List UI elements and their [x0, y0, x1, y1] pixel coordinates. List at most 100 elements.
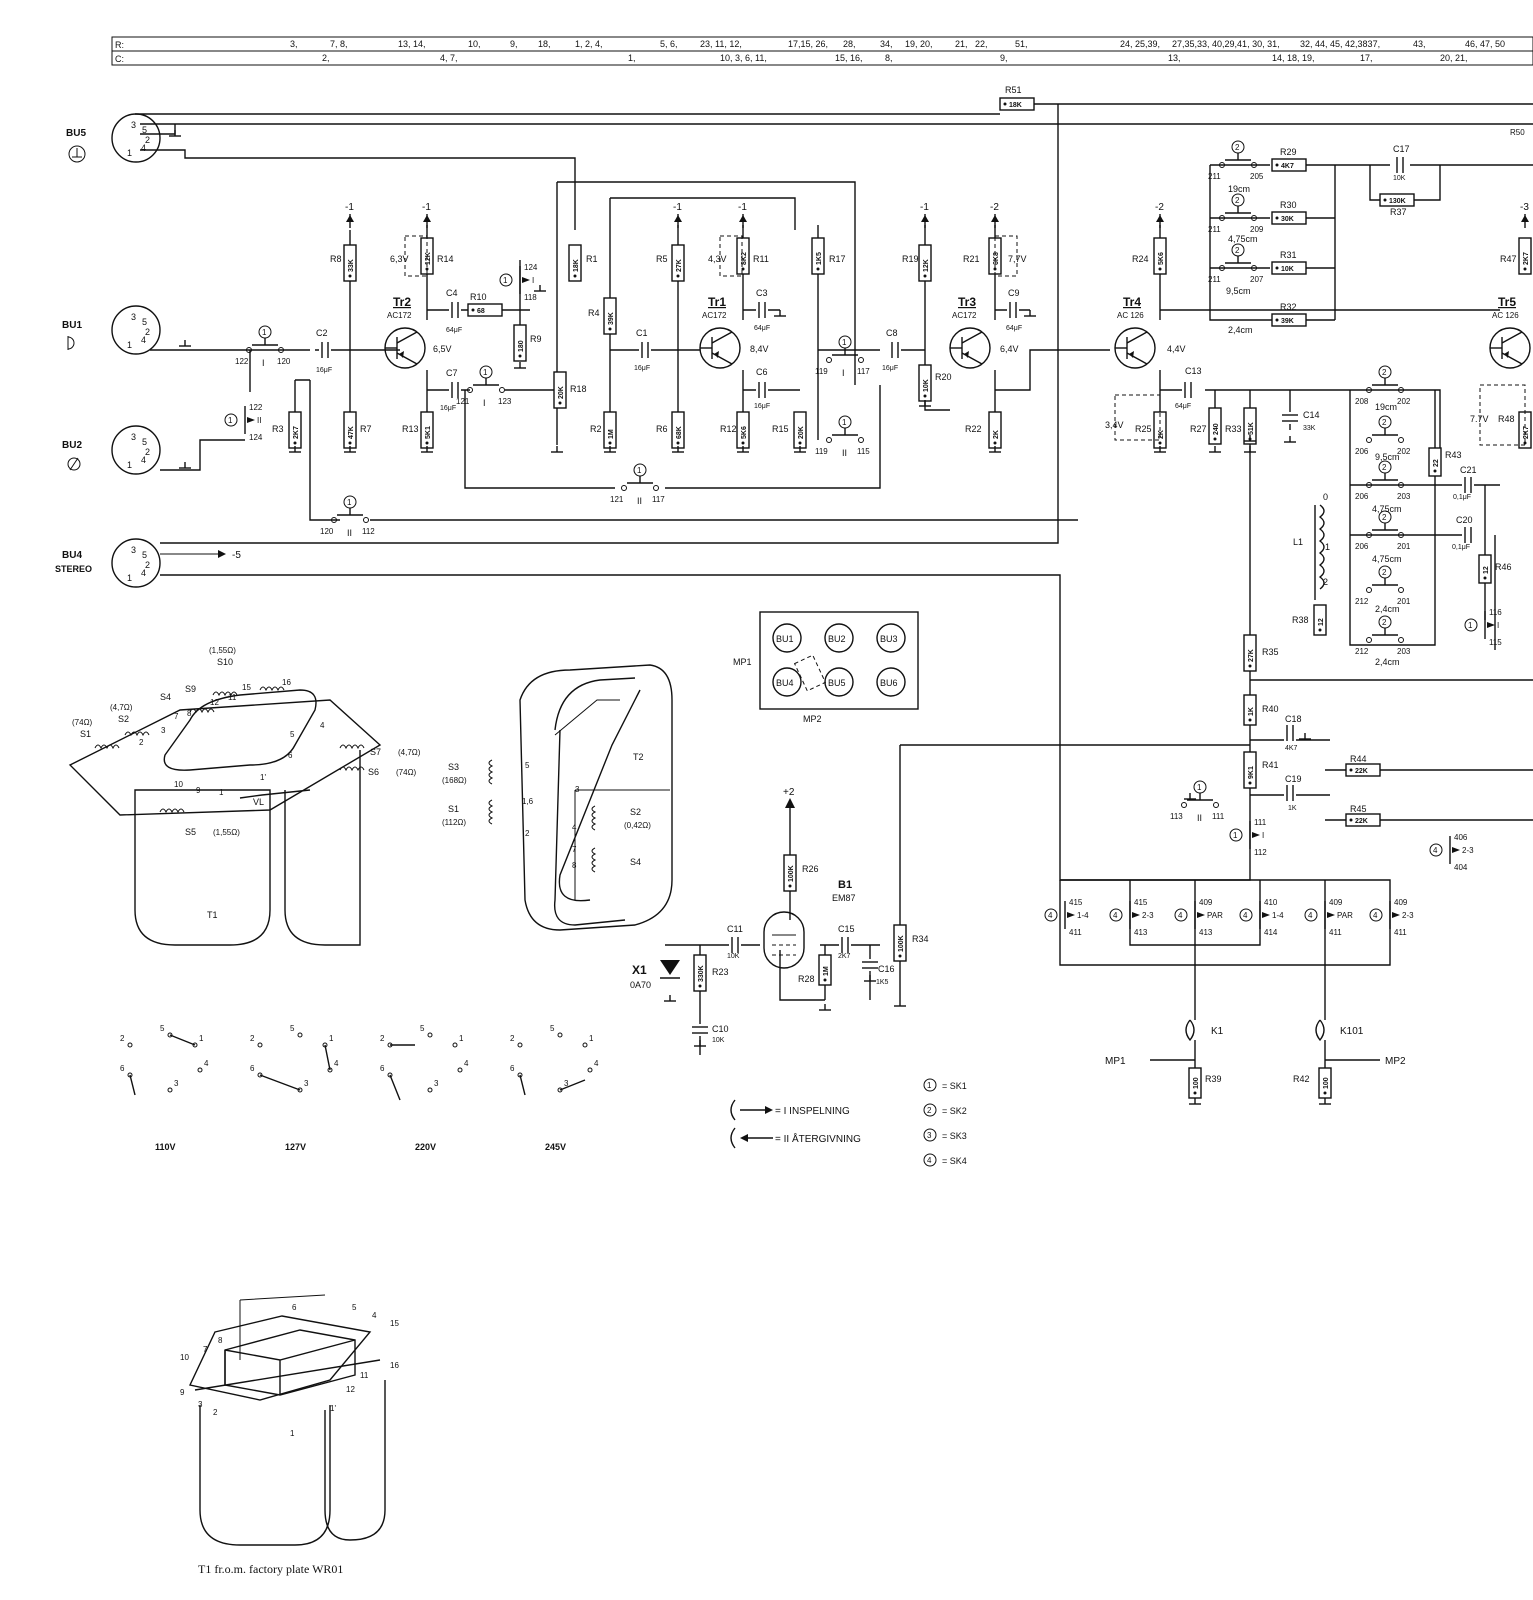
probe-box: [994, 235, 1018, 277]
sk-number-icon: [923, 1153, 937, 1167]
r-ref: 17,15, 26,: [788, 39, 828, 49]
switch-number: [479, 365, 493, 379]
resistor-value: 10K: [923, 379, 930, 392]
r-ref: 22,: [975, 39, 988, 49]
r-ref: 18,: [538, 39, 551, 49]
contact-node: [1251, 265, 1257, 271]
resistor-name: R10: [470, 292, 487, 302]
svg-text:5: 5: [142, 437, 147, 447]
resistor-body: [1243, 407, 1257, 445]
coil-winding: [259, 686, 285, 692]
resistor-dot: [1158, 441, 1162, 445]
resistor-name: R13: [402, 424, 419, 434]
switch-arrow: [1252, 832, 1260, 838]
r-ref: 13, 14,: [398, 39, 426, 49]
contact-node: [363, 517, 369, 523]
switch-number: [1193, 780, 1207, 794]
coil-winding: [189, 708, 215, 714]
connector-bu1: BU1 3 5 2 1 4: [62, 305, 161, 355]
head-mp1: MP1: [1105, 1056, 1126, 1067]
transistor-name: Tr5: [1498, 295, 1516, 309]
c-row-refs: 2,4, 7,1,10, 3, 6, 11,15, 16,8,9,13,14, …: [322, 53, 1468, 63]
terminal-label: 8: [187, 709, 192, 718]
resistor-body: [783, 854, 797, 892]
switch-number-label: 1: [637, 466, 642, 475]
transistor-collector: [1501, 331, 1523, 344]
resistor-dot: [816, 267, 820, 271]
resistor-name: R44: [1350, 754, 1367, 764]
node-label: 120: [320, 527, 334, 536]
selector-voltage: 110V: [155, 1142, 176, 1152]
selector-terminal: [557, 1032, 563, 1038]
switch-number: [1378, 460, 1392, 474]
resistor-undefined: 22K: [1345, 763, 1381, 777]
supply-arrow: [1521, 215, 1529, 222]
svg-text:1: 1: [1325, 542, 1330, 552]
switch-number: [258, 325, 272, 339]
resistor-name: R20: [935, 372, 952, 382]
switch-position: 2-3: [1402, 911, 1414, 920]
cap-gap: [1394, 156, 1406, 174]
resistor-value: 100: [1323, 1077, 1330, 1089]
contact-node: [1398, 532, 1404, 538]
node-label: 203: [1397, 647, 1411, 656]
selector-terminal: [297, 1032, 303, 1038]
cap-gap: [1284, 724, 1296, 742]
terminal-label: 11: [228, 693, 237, 702]
voltage-label: 3,4V: [1105, 420, 1124, 430]
resistor-name: R5: [656, 254, 668, 264]
cap-gap: [1462, 476, 1474, 494]
resistor-value: 39K: [608, 312, 615, 325]
switch-number-label: 2: [1235, 246, 1240, 255]
node-label: 111: [1254, 818, 1267, 827]
socket-bu2: [824, 623, 854, 653]
node-label: 206: [1355, 492, 1369, 501]
switch-position: II: [1197, 813, 1202, 823]
terminal-label: 3: [575, 785, 580, 794]
switch-position: II: [842, 448, 847, 458]
capacitor-name: C16: [878, 964, 895, 974]
r-ref: 3,: [290, 39, 298, 49]
resistor-dot: [1248, 781, 1252, 785]
resistor-undefined: 12: [1313, 604, 1327, 636]
sk-text: = SK3: [942, 1131, 967, 1141]
selector-terminal: [427, 1032, 433, 1038]
r-ref: 27,35,33, 40,29,41, 30, 31,: [1172, 39, 1280, 49]
sk-number: 4: [927, 1156, 932, 1165]
resistor-name: R19: [902, 254, 919, 264]
detail-terminal-label: 15: [390, 1319, 399, 1328]
node-label: 206: [1355, 447, 1369, 456]
c-ref: 1,: [628, 53, 636, 63]
supply-label: -2: [1155, 202, 1164, 213]
terminal-label: 1': [260, 773, 266, 782]
capacitor-c4: [449, 301, 461, 319]
switch-arrow: [1197, 912, 1205, 918]
resistor-undefined: 8K2: [736, 237, 750, 275]
sk-number: 1: [927, 1081, 932, 1090]
resistor-dot: [1193, 1091, 1197, 1095]
speed-label: 4,75cm: [1228, 234, 1258, 244]
selector-terminal-label: 1: [589, 1034, 594, 1043]
resistor-body: [1345, 813, 1381, 827]
capacitor-name: C2: [316, 328, 328, 338]
cap-gap: [756, 381, 768, 399]
selector-terminal: [452, 1042, 458, 1048]
terminal-label: 5: [290, 730, 295, 739]
resistor-value: 22K: [1355, 768, 1368, 775]
resistor-undefined: 12K: [918, 244, 932, 282]
speed-label: 4,75cm: [1372, 504, 1402, 514]
transistor-type: AC172: [702, 311, 727, 320]
resistor-body: [1153, 237, 1167, 275]
